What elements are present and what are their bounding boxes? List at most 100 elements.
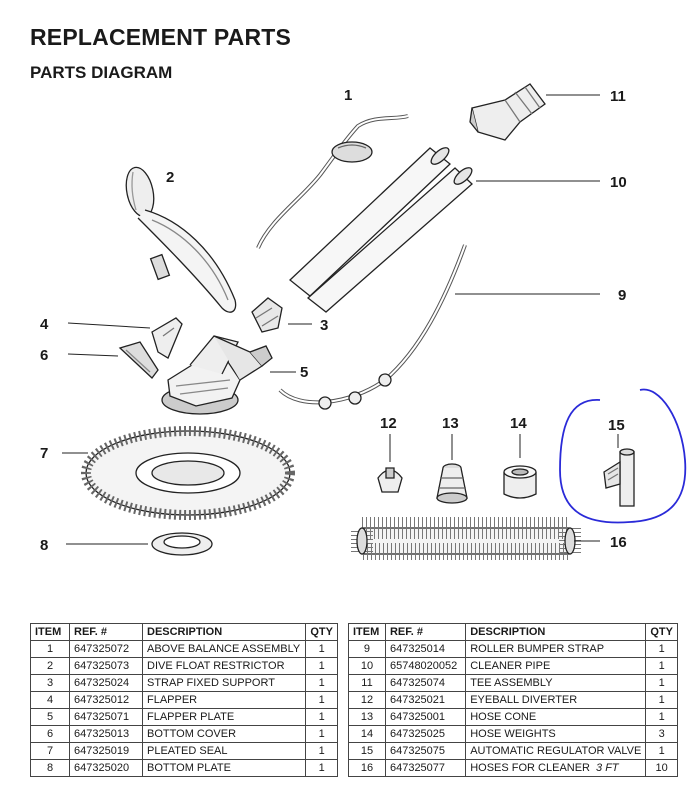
cell-ref: 647325013 bbox=[69, 725, 143, 743]
callout-10: 10 bbox=[610, 174, 627, 191]
part-14-hose-weights bbox=[503, 434, 537, 499]
cell-ref: 647325001 bbox=[384, 708, 467, 726]
part-11-tee-assembly bbox=[469, 83, 600, 141]
cell-qty: 10 bbox=[645, 759, 678, 777]
part-12-eyeball-diverter bbox=[377, 434, 403, 493]
part-2-float-restrictor bbox=[125, 166, 237, 313]
cell-item: 11 bbox=[348, 674, 386, 692]
cell-qty: 1 bbox=[305, 742, 338, 760]
callout-3: 3 bbox=[320, 317, 328, 334]
part-10-cleaner-pipes bbox=[289, 147, 600, 313]
cell-ref: 647325014 bbox=[384, 640, 467, 658]
cell-ref: 647325073 bbox=[69, 657, 143, 675]
cell-description: AUTOMATIC REGULATOR VALVE bbox=[465, 742, 647, 760]
cell-qty: 1 bbox=[305, 657, 338, 675]
part-7-pleated-seal bbox=[62, 426, 295, 520]
cell-item: 9 bbox=[348, 640, 386, 658]
cell-qty: 1 bbox=[305, 759, 338, 777]
callout-11: 11 bbox=[610, 88, 626, 105]
part-9-bumper-strap bbox=[278, 244, 600, 410]
callout-8: 8 bbox=[40, 537, 48, 554]
cell-qty: 1 bbox=[305, 725, 338, 743]
cell-qty: 1 bbox=[645, 657, 678, 675]
callout-2: 2 bbox=[166, 169, 174, 186]
part-1-balance-assembly bbox=[256, 114, 409, 249]
cell-ref: 647325019 bbox=[69, 742, 143, 760]
cell-description: CLEANER PIPE bbox=[465, 657, 647, 675]
cell-ref: 647325021 bbox=[384, 691, 467, 709]
column-header-qty: QTY bbox=[305, 623, 338, 641]
cell-ref: 647325024 bbox=[69, 674, 143, 692]
cell-description: PLEATED SEAL bbox=[141, 742, 307, 760]
cell-item: 1 bbox=[30, 640, 70, 658]
part-6-bottom-cover bbox=[67, 341, 159, 379]
table-header-row: ITEM REF. # DESCRIPTION QTY bbox=[348, 623, 678, 641]
cell-ref: 647325025 bbox=[384, 725, 467, 743]
cell-qty: 1 bbox=[305, 640, 338, 658]
cell-ref: 647325075 bbox=[384, 742, 467, 760]
column-header-ref: REF. # bbox=[69, 623, 143, 641]
cell-item: 16 bbox=[348, 759, 386, 777]
cell-description: HOSE WEIGHTS bbox=[465, 725, 647, 743]
cell-description: BOTTOM COVER bbox=[141, 725, 307, 743]
column-header-ref: REF. # bbox=[384, 623, 467, 641]
cell-ref: 65748020052 bbox=[384, 657, 467, 675]
cell-description: ABOVE BALANCE ASSEMBLY bbox=[141, 640, 307, 658]
callout-4: 4 bbox=[40, 316, 49, 333]
callout-13: 13 bbox=[442, 415, 459, 432]
cell-description: FLAPPER bbox=[141, 691, 307, 709]
part-15-regulator-valve bbox=[603, 434, 635, 507]
cell-item: 2 bbox=[30, 657, 70, 675]
column-header-qty: QTY bbox=[645, 623, 678, 641]
callout-7: 7 bbox=[40, 445, 48, 462]
cell-description: EYEBALL DIVERTER bbox=[465, 691, 647, 709]
cell-qty: 3 bbox=[645, 725, 678, 743]
part-13-hose-cone bbox=[436, 434, 468, 504]
callout-9: 9 bbox=[618, 287, 626, 304]
cell-item: 12 bbox=[348, 691, 386, 709]
callout-15: 15 bbox=[608, 417, 625, 434]
cell-item: 13 bbox=[348, 708, 386, 726]
column-header-description: DESCRIPTION bbox=[141, 623, 307, 641]
column-header-description: DESCRIPTION bbox=[465, 623, 647, 641]
cell-item: 3 bbox=[30, 674, 70, 692]
cell-ref: 647325072 bbox=[69, 640, 143, 658]
cell-qty: 1 bbox=[305, 708, 338, 726]
cell-item: 6 bbox=[30, 725, 70, 743]
parts-diagram: 1 2 3 4 5 6 7 8 9 10 11 12 13 14 15 16 bbox=[40, 83, 687, 560]
cell-description: STRAP FIXED SUPPORT bbox=[141, 674, 307, 692]
part-5-flapper-plate bbox=[161, 335, 296, 415]
cell-qty: 1 bbox=[645, 708, 678, 726]
cell-qty: 1 bbox=[645, 640, 678, 658]
column-header-item: ITEM bbox=[30, 623, 70, 641]
callout-16: 16 bbox=[610, 534, 627, 551]
page-title: REPLACEMENT PARTS bbox=[30, 24, 292, 50]
cell-qty: 1 bbox=[645, 691, 678, 709]
cell-ref: 647325012 bbox=[69, 691, 143, 709]
cell-description: HOSE CONE bbox=[465, 708, 647, 726]
cell-item: 8 bbox=[30, 759, 70, 777]
cell-description: BOTTOM PLATE bbox=[141, 759, 307, 777]
cell-description: TEE ASSEMBLY bbox=[465, 674, 647, 692]
cell-qty: 1 bbox=[305, 674, 338, 692]
callout-5: 5 bbox=[300, 364, 308, 381]
cell-description: FLAPPER PLATE bbox=[141, 708, 307, 726]
cell-item: 5 bbox=[30, 708, 70, 726]
part-4-flapper bbox=[67, 317, 183, 359]
